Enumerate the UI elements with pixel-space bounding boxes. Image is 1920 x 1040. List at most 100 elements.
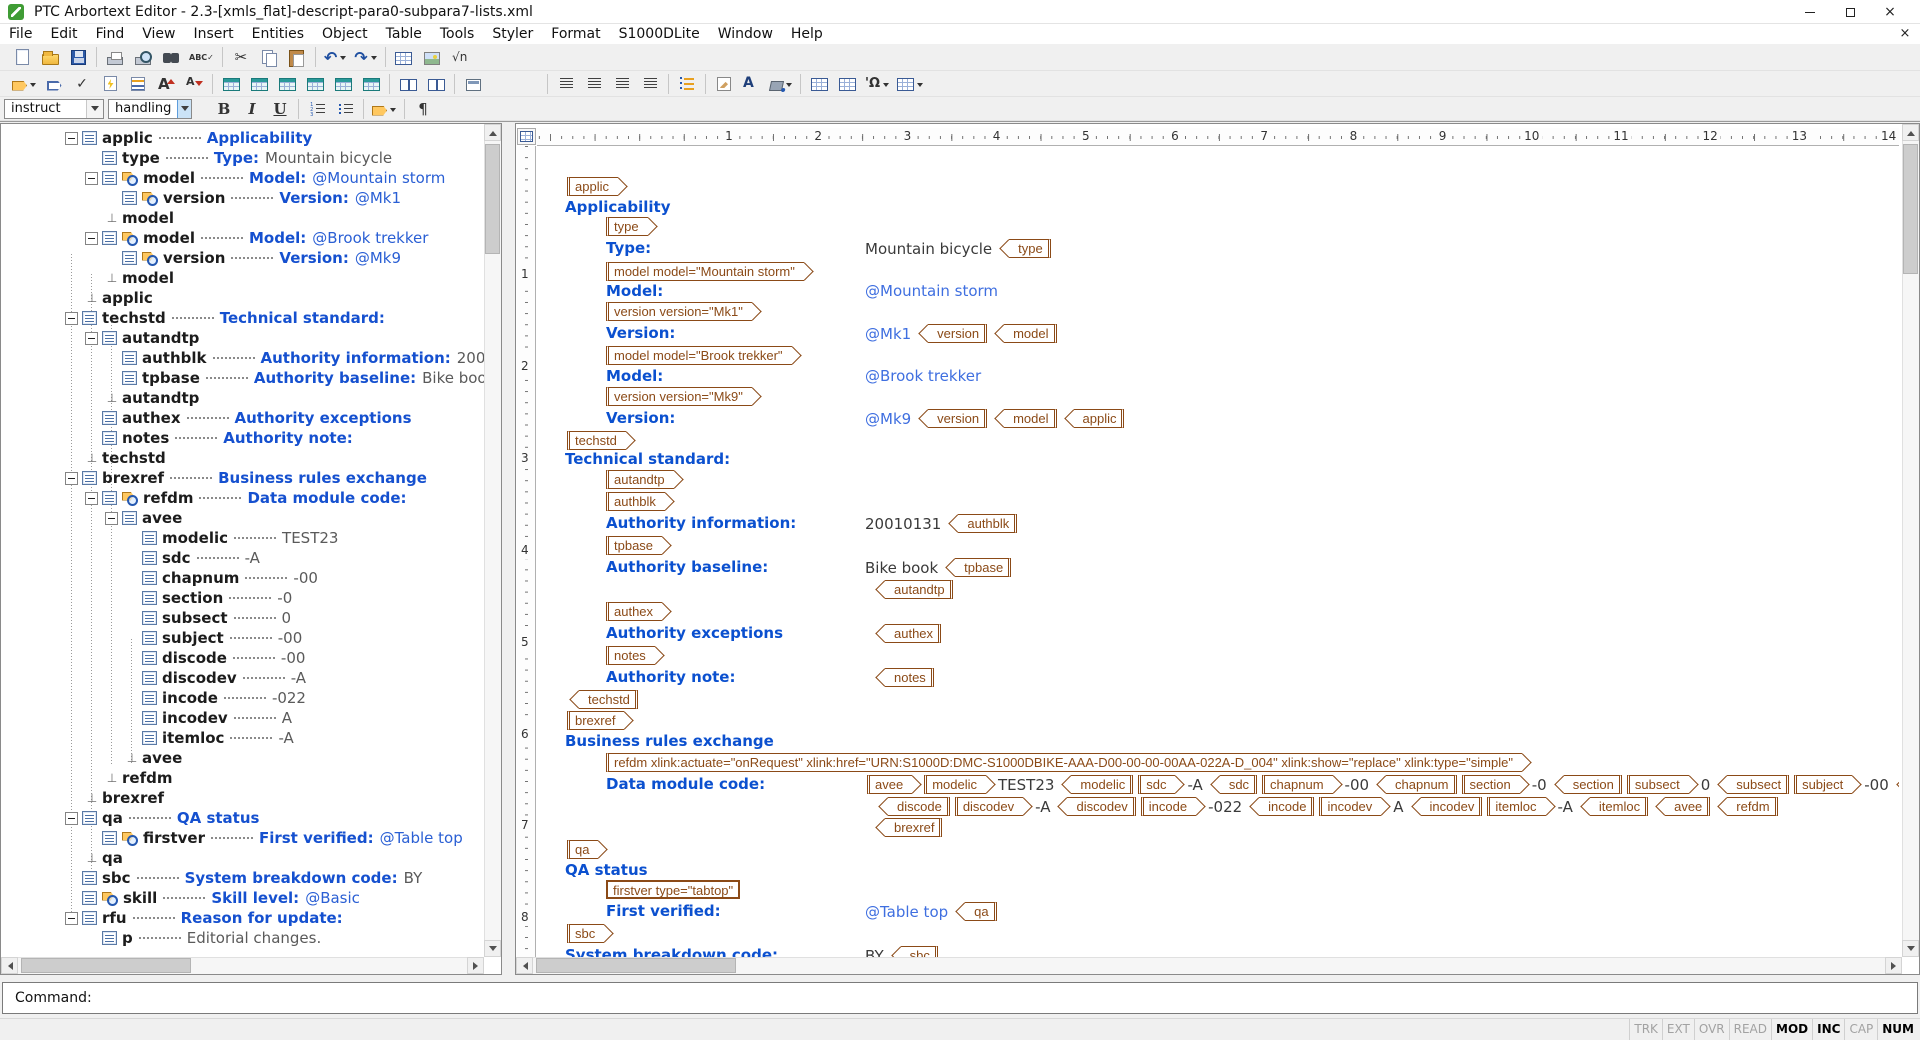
close-tag[interactable]: section bbox=[1563, 775, 1622, 794]
ruler-table-button[interactable] bbox=[517, 128, 536, 145]
close-tag[interactable]: version bbox=[928, 409, 988, 428]
tree-row-model[interactable]: ⊥model bbox=[1, 208, 174, 228]
close-tag[interactable]: version bbox=[928, 324, 988, 343]
insert-column-menu-button[interactable] bbox=[834, 72, 860, 95]
close-tag[interactable]: tpbase bbox=[955, 558, 1012, 577]
open-tag[interactable]: chapnum bbox=[1262, 775, 1333, 794]
apply-profile-button[interactable] bbox=[97, 72, 123, 95]
doc-horizontal-scroll-thumb[interactable] bbox=[536, 958, 736, 973]
menu-object[interactable]: Object bbox=[322, 26, 368, 42]
open-tag[interactable]: subject bbox=[1794, 775, 1853, 794]
tree-row-discode[interactable]: discode-00 bbox=[1, 648, 305, 668]
open-tag[interactable]: version version="Mk9" bbox=[606, 387, 752, 406]
insert-table-menu-button[interactable] bbox=[806, 72, 832, 95]
text-content[interactable]: Bike book bbox=[865, 558, 939, 577]
cut-button[interactable]: ✂ bbox=[228, 46, 254, 69]
open-tag[interactable]: sdc bbox=[1138, 775, 1176, 794]
menu-find[interactable]: Find bbox=[95, 26, 125, 42]
print-button[interactable] bbox=[102, 46, 128, 69]
doc-vertical-scroll-thumb[interactable] bbox=[1903, 144, 1918, 274]
window-minimize-button[interactable] bbox=[1790, 0, 1830, 24]
text-content[interactable]: BY bbox=[865, 946, 884, 958]
tree-scroll-down-icon[interactable] bbox=[484, 940, 501, 957]
copy-button[interactable] bbox=[256, 46, 282, 69]
doc-scroll-down-icon[interactable] bbox=[1902, 940, 1919, 957]
text-content[interactable]: 20010131 bbox=[865, 514, 942, 533]
close-tag[interactable]: applic bbox=[1073, 409, 1125, 428]
open-tag[interactable]: version version="Mk1" bbox=[606, 302, 752, 321]
italic-button[interactable]: I bbox=[239, 97, 265, 120]
close-tag[interactable]: chapnum bbox=[1386, 775, 1457, 794]
open-tag[interactable]: applic bbox=[567, 177, 618, 196]
table-insert-col-left-button[interactable] bbox=[274, 72, 300, 95]
close-tag[interactable]: type bbox=[1009, 239, 1051, 258]
tree-row-model[interactable]: ⊥model bbox=[1, 268, 174, 288]
open-tag[interactable]: section bbox=[1461, 775, 1520, 794]
attribute-value[interactable]: @Mountain storm bbox=[865, 282, 999, 300]
table-insert-row-above-button[interactable] bbox=[218, 72, 244, 95]
open-tag[interactable]: model model="Brook trekker" bbox=[606, 346, 792, 365]
tree-row-autandtp[interactable]: ⊥autandtp bbox=[1, 388, 200, 408]
align-center-button[interactable] bbox=[581, 72, 607, 95]
undo-dropdown-icon[interactable] bbox=[340, 56, 347, 63]
open-tag[interactable]: avee bbox=[867, 775, 913, 794]
collapse-toggle-icon[interactable] bbox=[85, 331, 98, 345]
open-tag[interactable]: incodev bbox=[1319, 797, 1382, 816]
tree-row-brexref[interactable]: ⊥brexref bbox=[1, 788, 164, 808]
table-span-rows-button[interactable] bbox=[395, 72, 421, 95]
insert-table-button[interactable] bbox=[391, 46, 417, 69]
insert-markup-dropdown-icon[interactable] bbox=[30, 82, 36, 90]
menu-entities[interactable]: Entities bbox=[251, 26, 305, 42]
table-insert-row-below-button[interactable] bbox=[246, 72, 272, 95]
fill-color-dropdown-icon[interactable] bbox=[786, 82, 792, 90]
insert-graphic-button[interactable] bbox=[419, 46, 445, 69]
style-combo-arrow-icon[interactable] bbox=[177, 99, 191, 118]
bullet-list-button[interactable] bbox=[332, 97, 358, 120]
paste-button[interactable] bbox=[284, 46, 310, 69]
text-content[interactable]: -A bbox=[1035, 797, 1051, 816]
print-preview-button[interactable] bbox=[130, 46, 156, 69]
save-document-button[interactable] bbox=[65, 46, 91, 69]
close-tag[interactable]: incode bbox=[1259, 797, 1315, 816]
grow-font-button[interactable]: A bbox=[153, 72, 179, 95]
text-content[interactable]: -00 bbox=[1864, 775, 1889, 794]
doc-scroll-left-icon[interactable] bbox=[516, 957, 533, 974]
menu-file[interactable]: File bbox=[9, 26, 33, 42]
tree-row-subject[interactable]: subject-00 bbox=[1, 628, 302, 648]
close-tag[interactable]: qa bbox=[965, 902, 997, 921]
tree-row-refdm[interactable]: ⊥refdm bbox=[1, 768, 173, 788]
shrink-font-button[interactable]: A bbox=[181, 72, 207, 95]
element-combo[interactable]: instruct bbox=[4, 98, 104, 119]
text-content[interactable]: 0 bbox=[1700, 775, 1711, 794]
collapse-toggle-icon[interactable] bbox=[65, 811, 78, 825]
table-delete-row-button[interactable] bbox=[330, 72, 356, 95]
text-content[interactable]: Mountain bicycle bbox=[865, 239, 993, 258]
collapse-toggle-icon[interactable] bbox=[85, 491, 98, 505]
open-document-button[interactable] bbox=[37, 46, 63, 69]
open-tag[interactable]: brexref bbox=[567, 711, 625, 730]
close-tag[interactable]: itemloc bbox=[1589, 797, 1649, 816]
text-content[interactable]: -A bbox=[1557, 797, 1573, 816]
open-tag[interactable]: tpbase bbox=[606, 536, 663, 555]
text-content[interactable]: -0 bbox=[1531, 775, 1547, 794]
open-tag[interactable]: model model="Mountain storm" bbox=[606, 262, 804, 281]
align-frame-top-button[interactable] bbox=[460, 72, 486, 95]
tree-row-itemloc[interactable]: itemloc-A bbox=[1, 728, 294, 748]
open-tag[interactable]: qa bbox=[567, 840, 599, 859]
spell-check-button[interactable]: ABC✓ bbox=[186, 46, 217, 69]
format-painter-button[interactable] bbox=[711, 72, 737, 95]
font-style-button[interactable]: A bbox=[739, 72, 765, 95]
close-tag[interactable]: sdc bbox=[1219, 775, 1258, 794]
align-left-button[interactable] bbox=[553, 72, 579, 95]
show-paragraph-marks-button[interactable]: ¶ bbox=[410, 97, 436, 120]
insert-markup-button[interactable] bbox=[9, 72, 39, 95]
collapse-toggle-icon[interactable] bbox=[65, 471, 78, 485]
close-tag[interactable]: authblk bbox=[958, 514, 1018, 533]
edit-markup-button[interactable] bbox=[41, 72, 67, 95]
